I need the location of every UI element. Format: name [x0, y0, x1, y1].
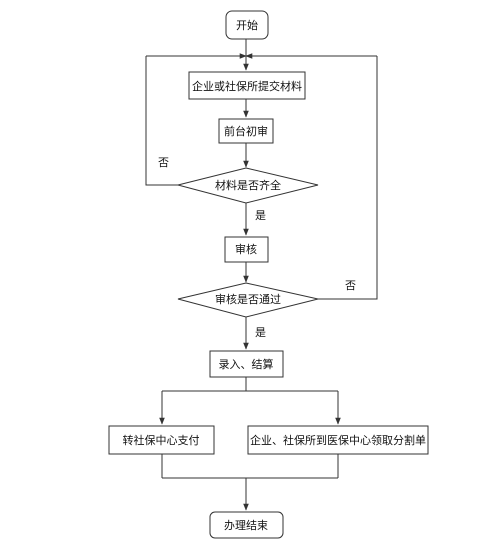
node-materials-complete: 材料是否齐全 [215, 178, 281, 192]
node-collect-bill-box [247, 425, 429, 455]
label-audit-no: 否 [345, 279, 356, 292]
node-transfer-pay: 转社保中心支付 [123, 433, 200, 447]
node-materials-complete-diamond [177, 167, 319, 204]
node-end-box [209, 511, 284, 539]
node-audit-box [224, 236, 269, 263]
node-front-review: 前台初审 [224, 124, 268, 138]
node-start: 开始 [236, 18, 258, 32]
edge-materials-no-loop [145, 56, 178, 186]
node-entry-settle: 录入、结算 [219, 357, 274, 371]
node-entry-settle-box [209, 350, 284, 378]
edge-audit-no-loop [318, 56, 378, 300]
label-audit-yes: 是 [255, 326, 266, 339]
node-collect-bill: 企业、社保所到医保中心领取分割单 [250, 433, 426, 447]
node-audit-pass: 审核是否通过 [215, 292, 281, 306]
node-end: 办理结束 [224, 519, 268, 532]
node-submit-box [188, 71, 306, 100]
label-materials-yes: 是 [255, 209, 266, 222]
node-submit: 企业或社保所提交材料 [192, 79, 302, 93]
label-materials-no: 否 [158, 156, 169, 169]
node-start-box [225, 10, 269, 40]
node-audit: 审核 [235, 242, 257, 256]
node-transfer-pay-box [108, 425, 215, 455]
node-front-review-box [218, 118, 274, 144]
node-audit-pass-diamond [177, 282, 319, 318]
